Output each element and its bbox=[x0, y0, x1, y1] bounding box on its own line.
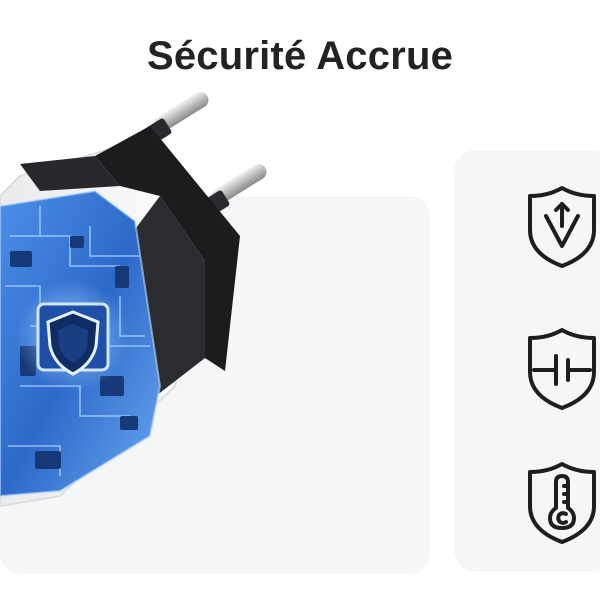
short-circuit-shield-icon bbox=[524, 326, 600, 412]
circuit-board bbox=[0, 189, 162, 498]
temperature-shield-icon bbox=[524, 460, 600, 546]
page-title: Sécurité Accrue bbox=[146, 34, 454, 78]
overvoltage-shield-icon bbox=[524, 184, 600, 270]
charger-illustration bbox=[0, 91, 267, 508]
